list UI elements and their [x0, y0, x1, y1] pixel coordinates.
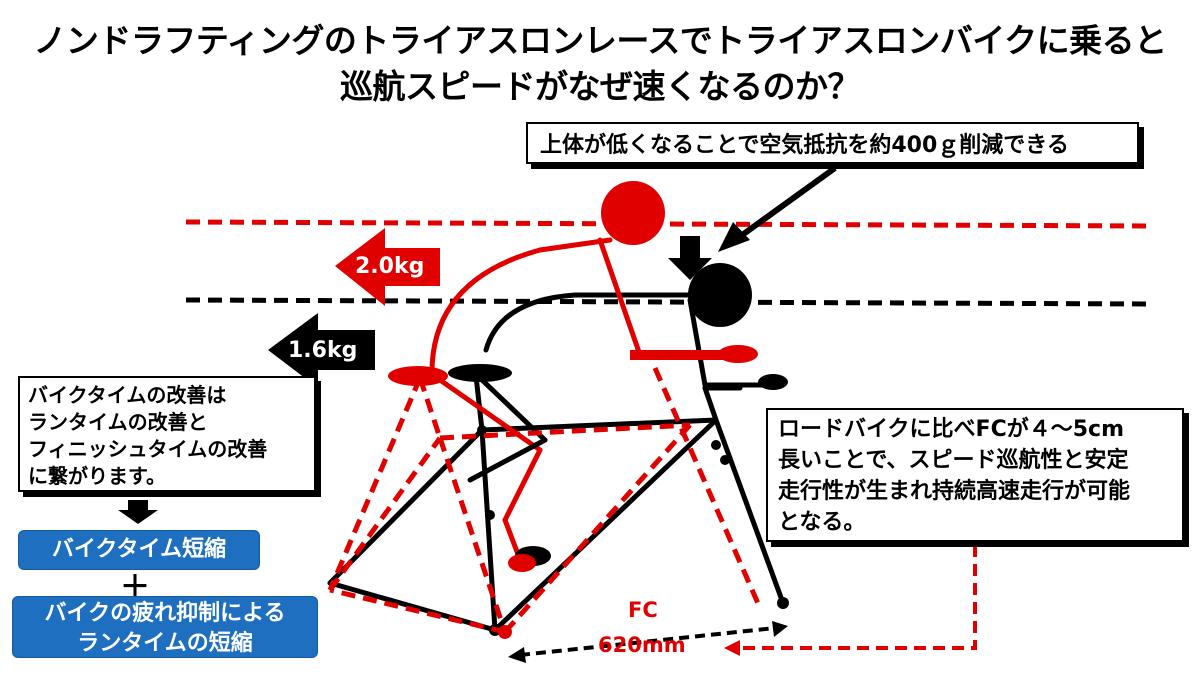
fc-callout-line: 長いことで、スピード巡航性と安定 [778, 448, 1129, 473]
callout-connector [735, 545, 977, 650]
run-time-reduction-box: バイクの疲れ抑制による ランタイムの短縮 [12, 596, 318, 658]
bike-callout-line: フィニッシュタイムの改善 [28, 437, 268, 461]
fc-value: 620mm [598, 633, 686, 657]
callout-pointer-head [718, 222, 750, 252]
fc-callout-line: ロードバイクに比べFCが４～5cm [778, 417, 1125, 442]
black-aerobar-pad [758, 374, 788, 390]
diagram-title-line1: ノンドラフティングのトライアスロンレースでトライアスロンバイクに乗ると [33, 21, 1167, 60]
bike-callout-line: バイクタイムの改善は [28, 383, 227, 407]
connector-arrow-head [724, 640, 740, 656]
bike-callout-line: ランタイムの改善と [28, 410, 208, 434]
black-rider-leg [467, 437, 548, 483]
fc-explanation-callout: ロードバイクに比べFCが４～5cm 長いことで、スピード巡航性と安定 走行性が生… [766, 408, 1184, 542]
down-arrow-icon [118, 500, 158, 524]
red-shoe [508, 554, 536, 572]
black-drag-label: 1.6kg [288, 338, 358, 363]
red-head [601, 181, 665, 245]
red-drag-arrow [335, 228, 440, 306]
frame-joints [477, 425, 789, 636]
black-saddle [448, 364, 512, 382]
bike-callout-line: に繋がります。 [28, 464, 166, 488]
bike-time-reduction-box: バイクタイム短縮 [18, 530, 260, 570]
red-aerobar [630, 350, 750, 360]
red-head-height-line [185, 219, 1151, 229]
fc-arrow-right-head [772, 621, 788, 637]
fc-arrow-left-head [508, 647, 526, 663]
red-bottom-bracket [498, 625, 512, 639]
bike-time-callout: バイクタイムの改善は ランタイムの改善と フィニッシュタイムの改善 に繋がります… [18, 376, 316, 492]
red-aerobar-pad [718, 345, 758, 363]
red-saddle [388, 366, 448, 386]
air-resistance-callout: 上体が低くなることで空気抵抗を約400ｇ削減できる [526, 122, 1139, 164]
head-drop-arrow [668, 236, 712, 280]
black-rider [479, 292, 773, 443]
run-box-line: ランタイムの短縮 [77, 631, 253, 656]
fc-dimension-arrow [519, 626, 776, 657]
road-bike-frame [327, 373, 786, 633]
run-box-line: バイクの疲れ抑制による [44, 601, 286, 626]
black-head-height-line [185, 297, 1151, 307]
red-drag-label: 2.0kg [355, 254, 425, 279]
fc-label: FC [628, 598, 658, 622]
tt-bike-frame [327, 366, 763, 635]
black-drag-arrow [268, 313, 375, 388]
callout-pointer-line [736, 165, 837, 241]
fc-callout-line: 走行性が生まれ持続高速走行が可能 [778, 479, 1131, 504]
fc-callout-line: となる。 [778, 510, 866, 535]
diagram-title-line2: 巡航スピードがなぜ速くなるのか？ [340, 67, 861, 106]
black-head [688, 263, 752, 327]
